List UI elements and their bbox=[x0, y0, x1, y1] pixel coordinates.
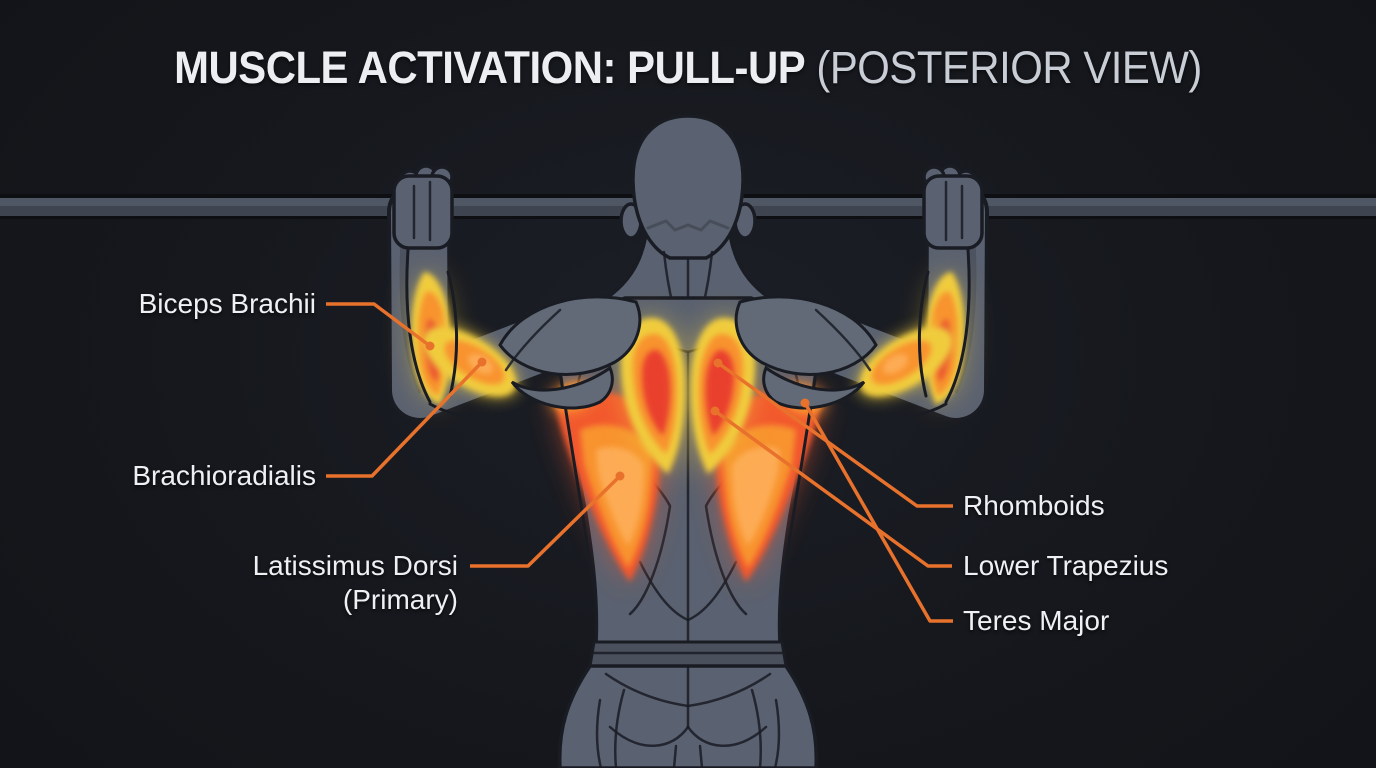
label-latissimus-dorsi: Latissimus Dorsi (Primary) bbox=[0, 549, 458, 617]
figure-arm-left bbox=[387, 180, 582, 422]
label-latissimus-dorsi-line1: Latissimus Dorsi bbox=[252, 550, 458, 581]
figure-deltoid-right bbox=[734, 295, 878, 410]
heat-lat-right bbox=[714, 390, 820, 582]
leader-lines bbox=[326, 302, 953, 623]
leader-line-latissimus-dorsi bbox=[470, 474, 622, 568]
label-biceps-brachii: Biceps Brachii bbox=[138, 288, 316, 319]
figure-head bbox=[631, 114, 745, 260]
page-title-secondary: (POSTERIOR VIEW) bbox=[805, 42, 1202, 93]
muscle-dot-teres-major bbox=[800, 398, 810, 408]
figure-deltoid-left bbox=[498, 295, 642, 410]
figure-arm-right bbox=[794, 180, 989, 422]
label-teres-major: Teres Major bbox=[963, 605, 1110, 636]
page-title-main: MUSCLE ACTIVATION: PULL-UP bbox=[174, 42, 806, 93]
figure-lower-body bbox=[557, 664, 819, 768]
leader-line-teres-major bbox=[803, 402, 953, 623]
muscle-dot-lower-trapezius bbox=[710, 406, 720, 416]
figure-hand-left bbox=[392, 164, 454, 250]
label-lower-trapezius: Lower Trapezius bbox=[963, 550, 1169, 581]
muscle-dot-rhomboids bbox=[713, 358, 723, 368]
page-title: MUSCLE ACTIVATION: PULL-UP (POSTERIOR VI… bbox=[48, 42, 1328, 94]
muscle-dot-brachioradialis bbox=[477, 357, 487, 367]
heat-brachioradialis-right bbox=[856, 324, 956, 400]
label-brachioradialis: Brachioradialis bbox=[132, 460, 316, 491]
leader-line-rhomboids bbox=[716, 361, 953, 508]
muscle-dot-biceps-brachii bbox=[425, 341, 435, 351]
heat-rhomboid-left bbox=[620, 317, 686, 474]
figure-hairline bbox=[646, 219, 730, 232]
figure-hand-right bbox=[922, 164, 984, 250]
figure-body bbox=[387, 114, 989, 768]
label-rhomboids: Rhomboids bbox=[963, 490, 1105, 521]
leader-line-lower-trapezius bbox=[713, 409, 952, 568]
leader-line-biceps-brachii bbox=[326, 302, 432, 348]
muscle-dot-latissimus-dorsi bbox=[615, 471, 625, 481]
leader-line-brachioradialis bbox=[326, 360, 484, 478]
label-latissimus-dorsi-line2: (Primary) bbox=[342, 584, 458, 615]
